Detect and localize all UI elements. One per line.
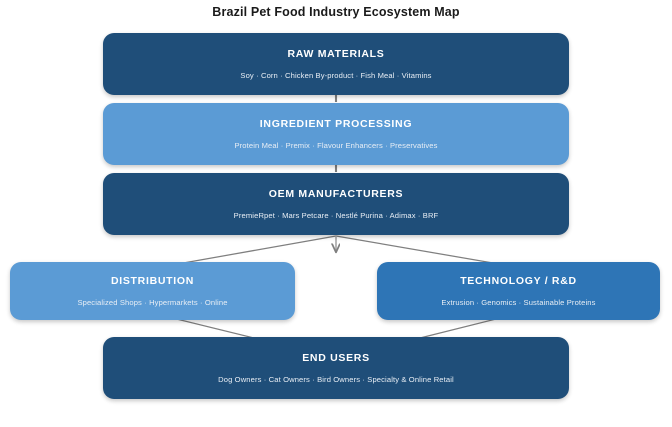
node-title: INGREDIENT PROCESSING: [259, 118, 413, 131]
node-end-users[interactable]: END USERS Dog Owners · Cat Owners · Bird…: [103, 337, 569, 399]
node-title: RAW MATERIALS: [287, 48, 385, 61]
node-oem-manufacturers[interactable]: OEM MANUFACTURERS PremieRpet · Mars Petc…: [103, 173, 569, 235]
node-subtitle: Specialized Shops · Hypermarkets · Onlin…: [77, 297, 228, 307]
node-title: DISTRIBUTION: [110, 275, 195, 288]
node-subtitle: Soy · Corn · Chicken By-product · Fish M…: [240, 70, 432, 80]
node-title: TECHNOLOGY / R&D: [460, 275, 577, 288]
node-technology-rnd[interactable]: TECHNOLOGY / R&D Extrusion · Genomics · …: [377, 262, 660, 320]
node-subtitle: Dog Owners · Cat Owners · Bird Owners · …: [218, 374, 454, 384]
node-subtitle: PremieRpet · Mars Petcare · Nestlé Purin…: [233, 210, 439, 220]
node-subtitle: Protein Meal · Premix · Flavour Enhancer…: [234, 140, 438, 150]
node-ingredient-processing[interactable]: INGREDIENT PROCESSING Protein Meal · Pre…: [103, 103, 569, 165]
node-distribution[interactable]: DISTRIBUTION Specialized Shops · Hyperma…: [10, 262, 295, 320]
node-title: END USERS: [302, 352, 370, 365]
node-subtitle: Extrusion · Genomics · Sustainable Prote…: [441, 297, 596, 307]
node-title: OEM MANUFACTURERS: [268, 188, 404, 201]
node-raw-materials[interactable]: RAW MATERIALS Soy · Corn · Chicken By-pr…: [103, 33, 569, 95]
page-title: Brazil Pet Food Industry Ecosystem Map: [212, 5, 460, 19]
